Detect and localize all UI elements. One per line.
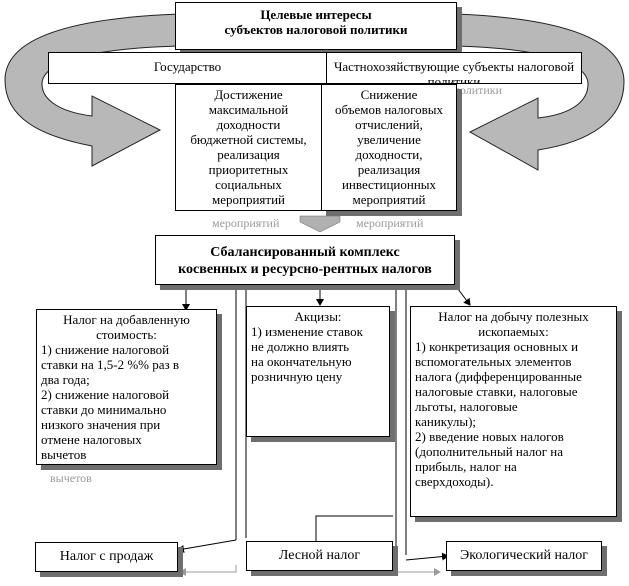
vat-line: низкого значения при — [41, 417, 161, 432]
private-goal-line: реализация — [357, 162, 421, 177]
vat-line: два года; — [41, 372, 90, 387]
private-goal-line: инвестиционных — [341, 177, 437, 192]
state-goal-overflow: мероприятий — [212, 216, 280, 230]
subject-private-box: Частнохозяйствующие субъекты налоговой п… — [326, 52, 582, 84]
forest-tax-box: Лесной налог — [246, 541, 393, 571]
excise-line: розничную цену — [251, 369, 343, 384]
eco-tax-label: Экологический налог — [459, 548, 589, 563]
mineral-tax-line: сверхдоходы). — [415, 474, 494, 489]
target-interests-title-1: Целевые интересы — [260, 7, 372, 22]
state-goal-line: мероприятий — [212, 192, 285, 207]
vat-line: ставки до минимально — [41, 402, 167, 417]
balanced-complex-box: Сбалансированный комплекс косвенных и ре… — [155, 235, 455, 285]
mineral-tax-line: Налог на добычу полезных — [438, 309, 589, 324]
vat-line: ставки на 1,5-2 %% раз в — [41, 357, 180, 372]
forest-tax-label: Лесной налог — [278, 548, 361, 563]
private-goal-line: Снижение — [360, 87, 418, 102]
balanced-complex-line-2: косвенных и ресурсно-рентных налогов — [178, 262, 432, 277]
private-goal-line: доходности, — [355, 147, 423, 162]
balanced-complex-line-1: Сбалансированный комплекс — [210, 245, 400, 260]
subject-state-box: Государство — [48, 52, 327, 84]
mineral-tax-line: каникулы); — [415, 414, 477, 429]
subject-state-label: Государство — [153, 59, 222, 74]
mineral-tax-line: ископаемых: — [478, 324, 549, 339]
left-cycle-arrow — [4, 13, 181, 167]
vat-line: стоимость: — [96, 327, 157, 342]
vat-overflow: вычетов — [50, 471, 92, 485]
excise-line: на окончательную — [251, 354, 352, 369]
vat-line: 1) снижение налоговой — [41, 342, 170, 357]
state-goal-line: Достижение — [214, 87, 283, 102]
subject-private-label: Частнохозяйствующие субъекты налоговой п… — [333, 59, 575, 84]
mineral-tax-line: вспомогательных элементов — [415, 354, 572, 369]
sales-tax-label: Налог с продаж — [59, 549, 154, 564]
eco-tax-box: Экологический налог — [446, 541, 602, 571]
private-goal-line: отчислений, — [355, 117, 423, 132]
excise-line: Акцизы: — [294, 309, 342, 324]
vat-line: Налог на добавленную — [63, 312, 190, 327]
state-goal-line: реализация — [217, 147, 280, 162]
target-interests-box: Целевые интересы субъектов налоговой пол… — [175, 2, 457, 50]
private-goal-line: объемов налоговых — [334, 102, 444, 117]
mineral-tax-line: налога (дифференцированные — [415, 369, 582, 384]
mineral-tax-line: (дополнительный налог на — [415, 444, 564, 459]
vat-line: 2) снижение налоговой — [41, 387, 170, 402]
vat-line: вычетов — [41, 447, 87, 462]
state-goal-line: бюджетной системы, — [190, 132, 307, 147]
state-goal-line: социальных — [215, 177, 282, 192]
vat-line: отмене налоговых — [41, 432, 142, 447]
excise-line: 1) изменение ставок — [251, 324, 363, 339]
excise-line: не должно влиять — [251, 339, 350, 354]
state-goal-line: доходности — [216, 117, 281, 132]
mineral-tax-line: льготы, налоговые — [415, 399, 518, 414]
state-goal-line: приоритетных — [208, 162, 289, 177]
private-goal-line: мероприятий — [352, 192, 426, 207]
state-goal-line: максимальной — [208, 102, 289, 117]
target-interests-title-2: субъектов налоговой политики — [224, 22, 408, 37]
mineral-tax-line: 2) введение новых налогов — [415, 429, 564, 444]
mineral-tax-line: налоговые ставки, налоговые — [415, 384, 578, 399]
private-goal-overflow: мероприятий — [356, 216, 424, 230]
sales-tax-box: Налог с продаж — [35, 542, 178, 572]
private-goal-line: увеличение — [357, 132, 421, 147]
mineral-tax-line: 1) конкретизация основных и — [415, 339, 579, 354]
mineral-tax-line: прибыль, налог на — [415, 459, 517, 474]
